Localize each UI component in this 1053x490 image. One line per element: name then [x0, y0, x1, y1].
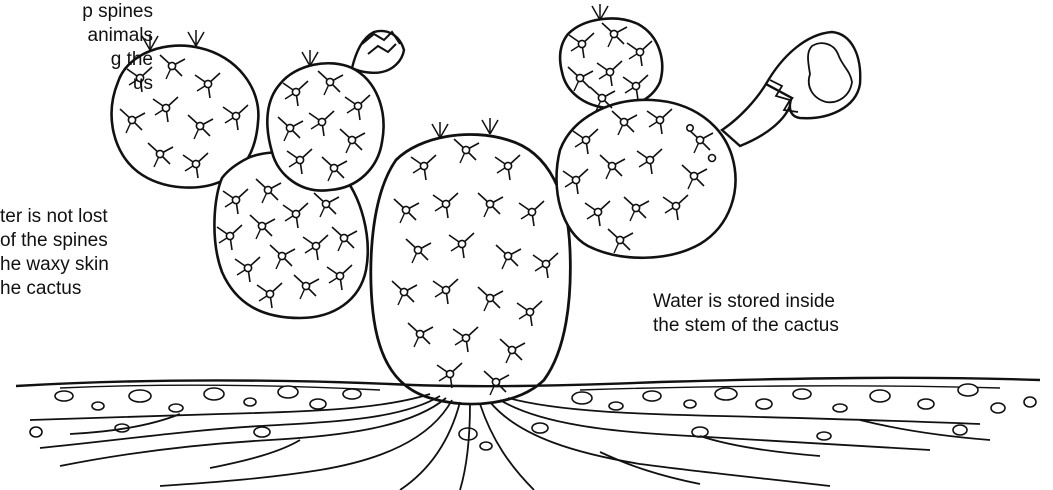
label-water-stored: Water is stored inside the stem of the c… [653, 290, 839, 338]
pebbles [30, 384, 1036, 450]
label-water-not-lost: ter is not lost of the spines he waxy sk… [0, 205, 160, 301]
cactus-pad-center [371, 134, 571, 404]
label-spines-protect: p spines animals g the us [0, 0, 153, 96]
